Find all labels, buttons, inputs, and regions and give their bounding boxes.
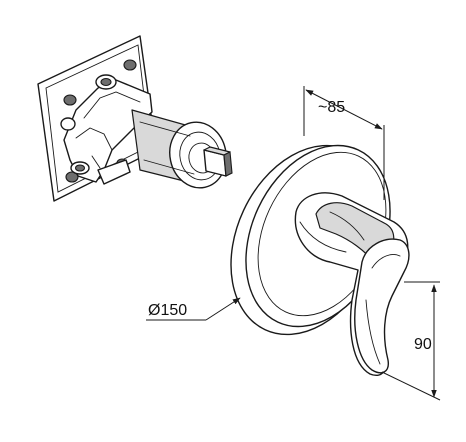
concealed-valve-body (37, 35, 233, 202)
dimension-height: 90 (381, 281, 441, 401)
spindle-icon (203, 146, 233, 177)
lever-icon (354, 238, 410, 374)
dimension-height-label: 90 (414, 336, 432, 353)
finish-set (230, 144, 410, 376)
dimension-depth-label: ~85 (318, 99, 345, 116)
dimension-depth: ~85 (303, 86, 385, 200)
dimension-diameter-label: Ø150 (148, 302, 187, 319)
dimension-diameter: Ø150 (146, 297, 241, 321)
inlet-port-icon (60, 74, 117, 175)
